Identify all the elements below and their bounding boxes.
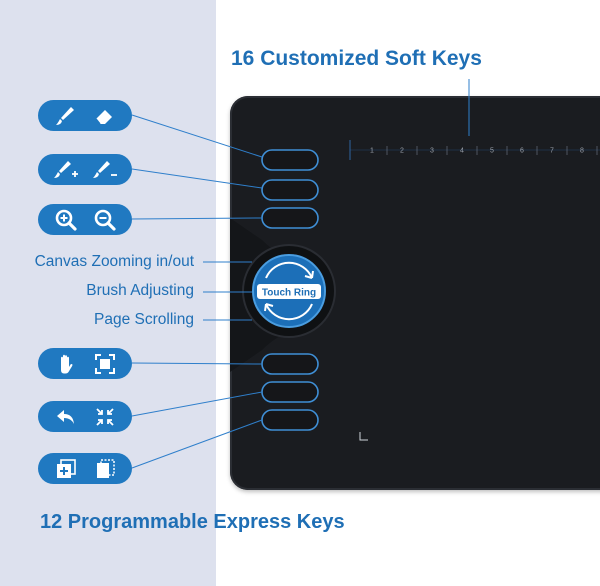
- shrink-icon: [95, 407, 114, 426]
- copy-layer-icon: [96, 458, 115, 478]
- shortcut-pill-hand-fullscreen: [38, 348, 132, 379]
- ring-arrow-bottom: [265, 303, 313, 321]
- soft-key-number: 2: [400, 148, 404, 155]
- shortcut-pill-brush-eraser: [38, 100, 132, 131]
- shortcut-pill-zoom: [38, 204, 132, 235]
- brush-adjust-label: Brush Adjusting: [86, 282, 194, 299]
- express-key[interactable]: [261, 179, 319, 201]
- express-key[interactable]: [261, 207, 319, 229]
- new-layer-icon: [56, 458, 76, 478]
- undo-icon: [56, 409, 74, 424]
- express-key[interactable]: [261, 409, 319, 431]
- active-area-corner-mark: [359, 432, 368, 441]
- soft-key-number: 3: [430, 148, 434, 155]
- brush-size-up-icon: [53, 160, 78, 178]
- ring-arrow-top: [265, 261, 313, 279]
- shortcut-pill-brush-size: [38, 154, 132, 185]
- brush-icon: [56, 106, 74, 125]
- brush-size-down-icon: [92, 160, 117, 178]
- shortcut-pill-undo-shrink: [38, 401, 132, 432]
- soft-key-number: 8: [580, 148, 584, 155]
- soft-key-number: 6: [520, 148, 524, 155]
- fullscreen-icon: [94, 353, 115, 374]
- callout-lines: [131, 79, 470, 469]
- page-scroll-label: Page Scrolling: [94, 311, 194, 328]
- soft-key-strip: 1 2 3 4 5 6 7 8: [349, 140, 600, 160]
- soft-key-number: 5: [490, 148, 494, 155]
- soft-key-number: 7: [550, 148, 554, 155]
- ruler-ticks: 1 2 3 4 5 6 7 8: [370, 146, 598, 155]
- left-panel: [0, 0, 216, 586]
- soft-keys-title: 16 Customized Soft Keys: [231, 47, 482, 70]
- hand-icon: [60, 354, 72, 373]
- express-key[interactable]: [261, 381, 319, 403]
- express-key[interactable]: [261, 353, 319, 375]
- touch-ring-label: Touch Ring: [262, 288, 316, 299]
- canvas-zoom-label: Canvas Zooming in/out: [34, 253, 194, 270]
- express-keys-upper: [261, 149, 319, 229]
- soft-key-number: 4: [460, 148, 464, 155]
- zoom-out-icon: [94, 209, 116, 231]
- express-key[interactable]: [261, 149, 319, 171]
- eraser-icon: [95, 109, 112, 124]
- express-keys-title: 12 Programmable Express Keys: [40, 511, 345, 533]
- zoom-in-icon: [55, 209, 77, 231]
- shortcut-pill-layers: [38, 453, 132, 484]
- soft-key-number: 1: [370, 148, 374, 155]
- express-keys-lower: [261, 353, 319, 431]
